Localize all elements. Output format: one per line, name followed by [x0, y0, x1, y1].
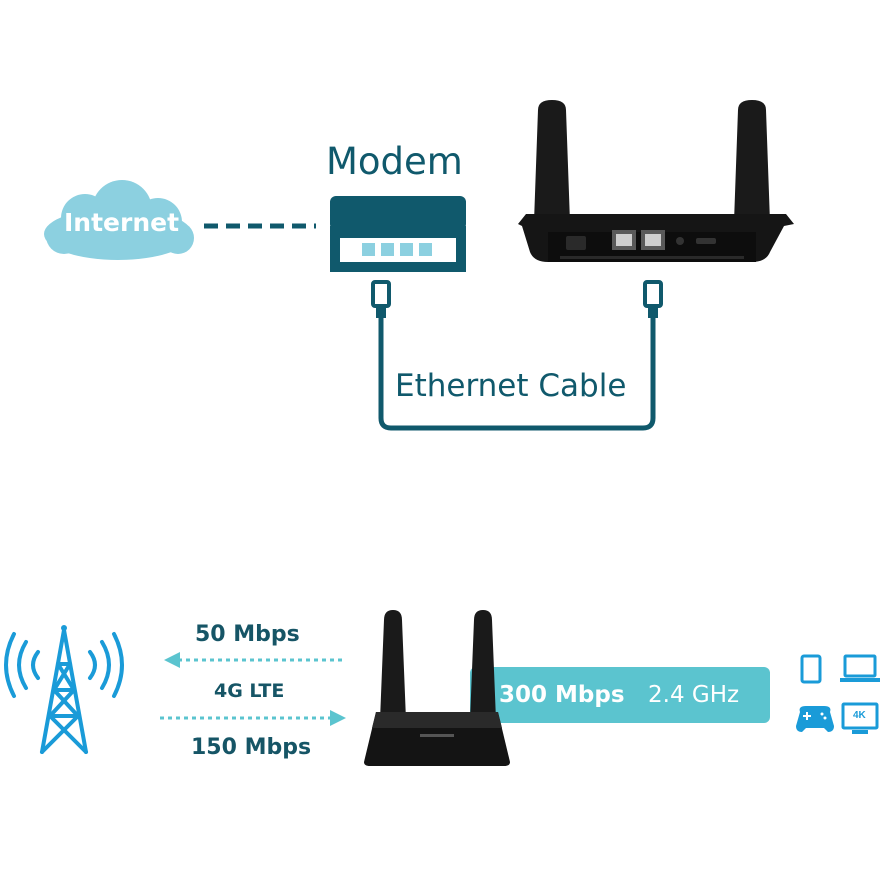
tower-top — [61, 625, 67, 631]
ethernet-plug-icon — [643, 280, 663, 318]
ethernet-plug-icon — [371, 280, 391, 318]
download-arrow — [164, 652, 346, 668]
tv-icon — [841, 702, 879, 734]
tv-label: 4K — [853, 710, 866, 721]
wifi-speed-label: 300 Mbps — [499, 682, 625, 708]
cloud-icon — [44, 180, 194, 260]
ethernet-cable — [378, 318, 656, 431]
network-label: 4G LTE — [214, 680, 285, 702]
wifi-band-label: 2.4 GHz — [648, 682, 740, 708]
tablet-icon — [800, 654, 822, 684]
laptop-icon — [840, 654, 880, 682]
modem-label: Modem — [326, 140, 463, 183]
wifi-band-bar — [470, 667, 770, 723]
router-icon — [364, 610, 510, 766]
modem-icon — [330, 196, 466, 272]
ethernet-cable-label: Ethernet Cable — [395, 368, 627, 404]
router-icon — [518, 100, 794, 262]
download-speed-label: 50 Mbps — [195, 622, 300, 647]
upload-speed-label: 150 Mbps — [191, 735, 312, 760]
upload-arrow — [160, 710, 346, 726]
gamepad-icon — [796, 706, 834, 732]
cell-tower-icon — [4, 628, 124, 754]
internet-label: Internet — [64, 208, 180, 237]
